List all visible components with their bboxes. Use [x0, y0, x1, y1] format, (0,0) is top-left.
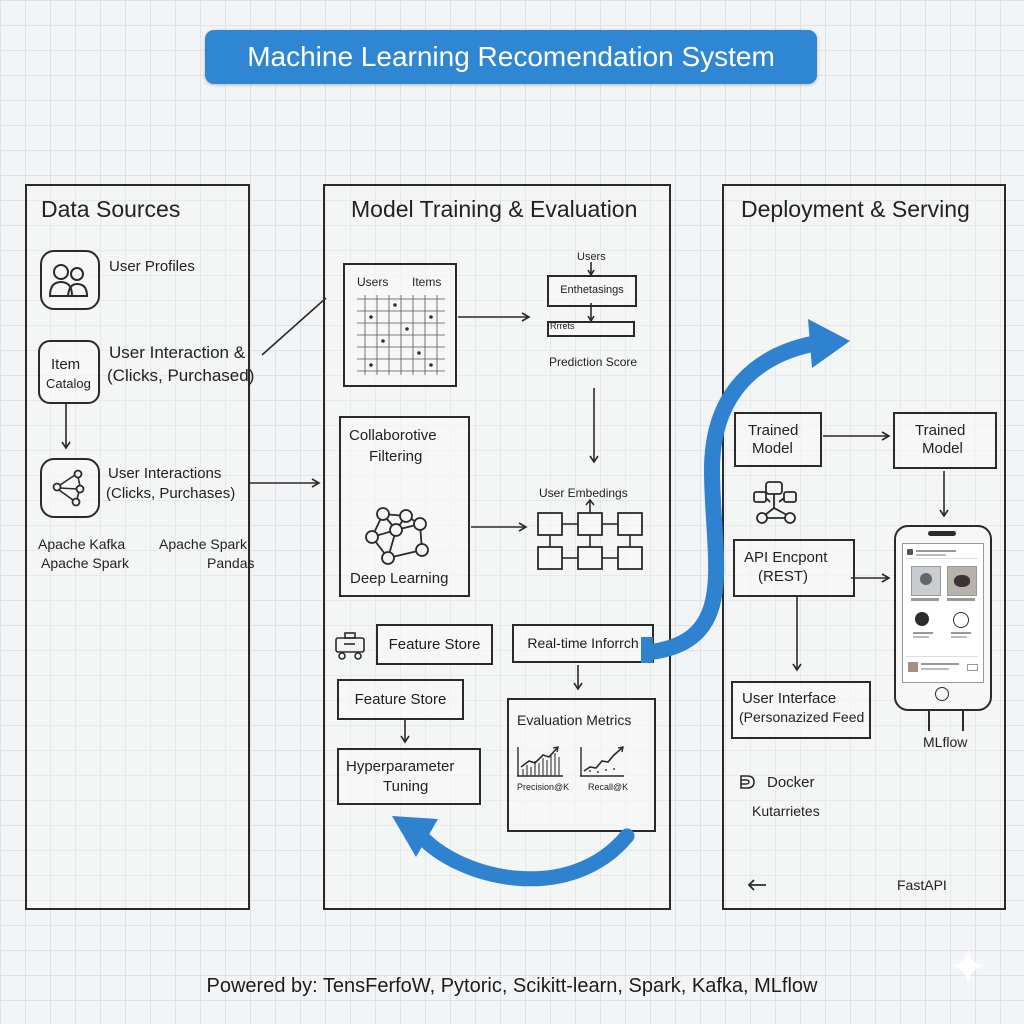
user-interaction-label-line2: (Clicks, Purchased): [107, 366, 255, 385]
user-item-matrix: [343, 263, 457, 387]
precision-label: Precision@K: [517, 782, 570, 792]
item-catalog-label-line2: Catalog: [46, 376, 91, 391]
factor-users-label: Users: [577, 251, 606, 263]
evaluation-metrics-label: Evaluation Metrics: [517, 712, 632, 728]
tool-kafka-label: Apache Kafka: [38, 536, 126, 552]
tool-pandas-label: Pandas: [207, 555, 255, 571]
deep-learning-label: Deep Learning: [350, 570, 449, 587]
kubernetes-label: Kutarrietes: [752, 803, 820, 819]
precision-chart-icon: [515, 743, 565, 779]
matrix-items-label: Items: [412, 275, 442, 289]
collaborative-filtering-box: [339, 416, 470, 597]
diagram-title: Machine Learning Recomendation System: [205, 30, 817, 84]
item-catalog-label-line1: Item: [51, 356, 81, 373]
embeddings-label: Enthetasings: [560, 284, 624, 297]
feature-store-box-2: [337, 679, 464, 720]
feature-store-label-1: Feature Store: [388, 635, 481, 653]
trained-model-box-2: [893, 412, 997, 469]
trained-model-1-line1: Trained: [748, 422, 799, 439]
user-profiles-icon: [40, 250, 100, 310]
user-interaction-label-line1: User Interaction &: [109, 343, 246, 362]
user-profiles-label: User Profiles: [109, 258, 195, 275]
user-interface-label-line1: User Interface: [742, 690, 837, 707]
api-endpoint-label-line1: API Encpont: [744, 549, 828, 566]
network-icon: [40, 458, 100, 518]
api-endpoint-label-line2: (REST): [758, 568, 808, 585]
recall-label: Recall@K: [588, 782, 629, 792]
trained-model-2-line1: Trained: [915, 422, 966, 439]
prediction-score-label: Prediction Score: [549, 355, 638, 369]
user-interface-box: [731, 681, 871, 739]
tool-spark-label-left: Apache Spark: [41, 555, 129, 571]
model-training-title: Model Training & Evaluation: [351, 196, 638, 222]
items-factor-label: Rrrets: [550, 321, 575, 331]
phone-stand-right: [962, 711, 964, 731]
back-arrow-icon: [746, 878, 768, 892]
cart-icon: [333, 630, 369, 660]
user-embeddings-label: User Embedings: [539, 486, 628, 500]
user-interactions-label-line2: (Clicks, Purchases): [106, 485, 236, 502]
fastapi-label: FastAPI: [897, 877, 947, 893]
realtime-box: [512, 624, 654, 663]
embedding-grid: [530, 497, 650, 577]
realtime-label: Real-time Inforrch: [527, 635, 639, 652]
phone-stand-left: [928, 711, 930, 731]
smartphone-mockup: [894, 525, 992, 711]
kubernetes-cluster-icon: [748, 478, 804, 528]
feature-store-label-2: Feature Store: [354, 690, 447, 708]
neural-network-icon: [360, 500, 440, 570]
user-interactions-label-line1: User Interactions: [108, 465, 222, 482]
collaborative-label-line1: Collaborotive: [349, 427, 437, 444]
hyperparameter-label-line1: Hyperparameter: [346, 758, 455, 775]
trained-model-2-line2: Model: [922, 440, 963, 457]
feature-store-box-1: [376, 624, 493, 665]
footer-powered-by: Powered by: TensFerfoW, Pytoric, Scikitt…: [206, 975, 818, 997]
sparkle-icon: [948, 946, 988, 986]
recall-chart-icon: [578, 743, 626, 779]
data-sources-title: Data Sources: [41, 196, 181, 222]
docker-icon: [738, 773, 758, 791]
hyperparameter-label-line2: Tuning: [383, 778, 429, 795]
deployment-title: Deployment & Serving: [741, 196, 970, 222]
user-interface-label-line2: (Personazized Feed: [739, 709, 865, 725]
docker-label: Docker: [767, 774, 815, 791]
collaborative-label-line2: Filtering: [369, 448, 423, 465]
trained-model-1-line2: Model: [752, 440, 793, 457]
mlflow-label: MLflow: [923, 734, 968, 750]
item-catalog-box: [38, 340, 100, 404]
tool-spark-label-right: Apache Spark: [159, 536, 247, 552]
matrix-users-label: Users: [357, 275, 389, 289]
hyperparameter-box: [337, 748, 481, 805]
